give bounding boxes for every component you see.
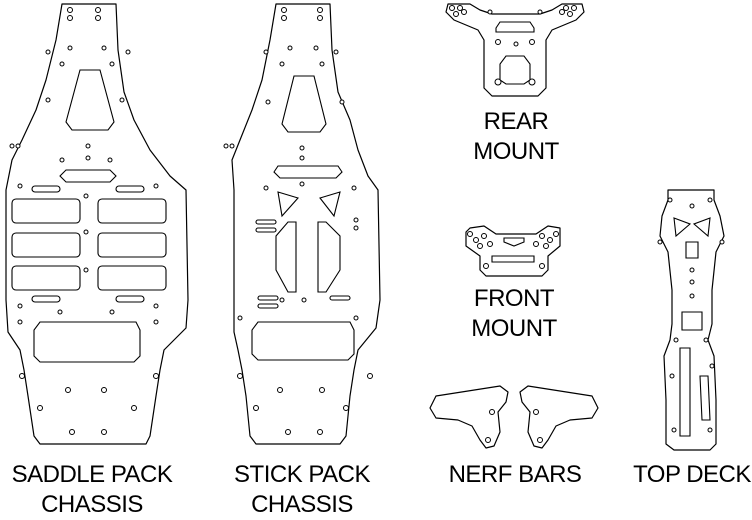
rear-mount-drawing (445, 3, 585, 97)
label-nerf-bars: NERF BARS (440, 460, 590, 490)
label-line-2: CHASSIS (251, 491, 353, 518)
label-line-1: NERF BARS (448, 461, 582, 488)
label-line-1: FRONT (473, 285, 555, 312)
label-line-1: REAR (483, 108, 549, 135)
label-line-2: CHASSIS (41, 491, 143, 518)
nerf-bars-drawing (429, 385, 599, 449)
label-line-1: SADDLE PACK (11, 461, 173, 488)
label-line-2: MOUNT (473, 138, 559, 165)
stick-pack-chassis-drawing (223, 3, 381, 445)
label-saddle-pack-chassis: SADDLE PACK CHASSIS (8, 460, 176, 520)
front-mount-drawing (465, 225, 561, 277)
label-line-1: TOP DECK (633, 461, 751, 488)
label-line-1: STICK PACK (234, 461, 370, 488)
label-stick-pack-chassis: STICK PACK CHASSIS (224, 460, 380, 520)
saddle-pack-chassis-drawing (5, 3, 189, 445)
label-front-mount: FRONT MOUNT (454, 284, 574, 344)
top-deck-drawing (657, 189, 725, 451)
label-top-deck: TOP DECK (632, 460, 752, 490)
label-line-2: MOUNT (471, 315, 557, 342)
label-rear-mount: REAR MOUNT (456, 107, 576, 167)
